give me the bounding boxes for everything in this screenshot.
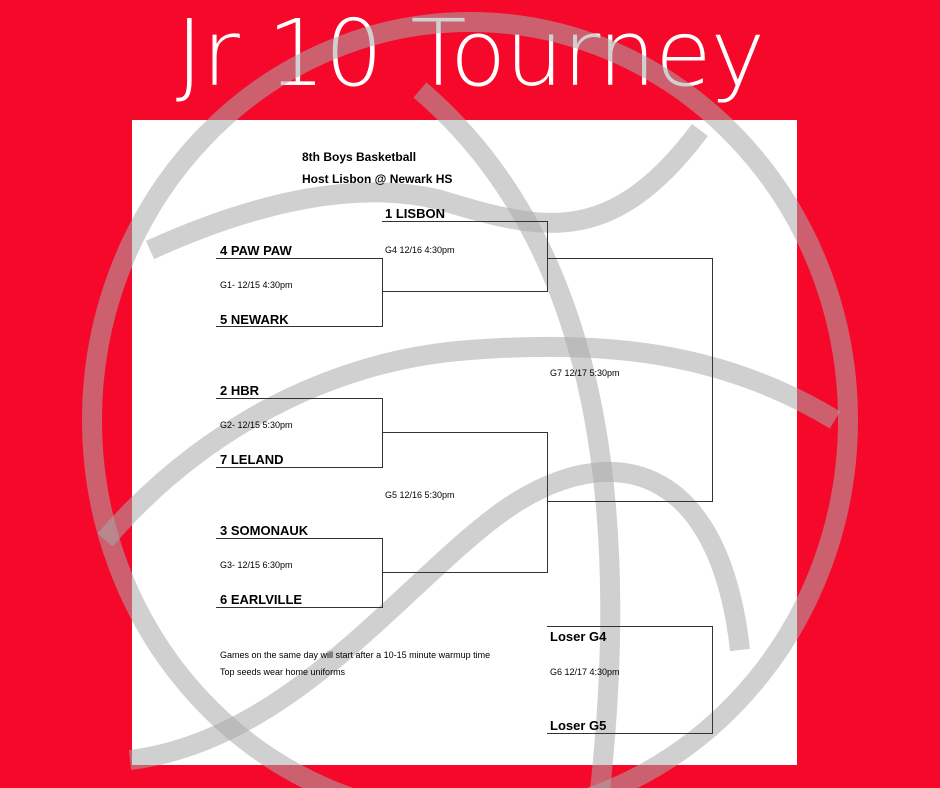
team-lisbon: 1 LISBON (385, 206, 445, 221)
bracket-line (547, 221, 548, 292)
bracket-line (382, 572, 547, 573)
bracket-line (712, 258, 713, 502)
note-uniforms: Top seeds wear home uniforms (220, 667, 346, 677)
game-g5: G5 12/16 5:30pm (385, 490, 455, 500)
game-g1: G1- 12/15 4:30pm (220, 280, 293, 290)
bracket-line (712, 626, 713, 734)
note-warmup: Games on the same day will start after a… (220, 650, 491, 660)
team-leland: 7 LELAND (220, 452, 284, 467)
game-g6: G6 12/17 4:30pm (550, 667, 620, 677)
bracket-line (382, 538, 383, 608)
bracket-line (216, 467, 382, 468)
game-g3: G3- 12/15 6:30pm (220, 560, 293, 570)
bracket-line (216, 326, 382, 327)
bracket-line (216, 398, 382, 399)
game-g7: G7 12/17 5:30pm (550, 368, 620, 378)
event-host: Host Lisbon @ Newark HS (302, 172, 453, 186)
team-pawpaw: 4 PAW PAW (220, 243, 292, 258)
team-loser-g4: Loser G4 (550, 629, 607, 644)
bracket-line (382, 291, 547, 292)
bracket-line (547, 733, 712, 734)
team-somonauk: 3 SOMONAUK (220, 523, 309, 538)
bracket-line (382, 398, 383, 468)
bracket-line (547, 501, 712, 502)
bracket-line (547, 626, 712, 627)
bracket-line (547, 258, 712, 259)
team-earlville: 6 EARLVILLE (220, 592, 303, 607)
team-hbr: 2 HBR (220, 383, 260, 398)
bracket-line (547, 432, 548, 573)
game-g4: G4 12/16 4:30pm (385, 245, 455, 255)
event-name: 8th Boys Basketball (302, 150, 417, 164)
team-newark: 5 NEWARK (220, 312, 289, 327)
team-loser-g5: Loser G5 (550, 718, 607, 733)
bracket-line (382, 432, 547, 433)
bracket-line (216, 607, 382, 608)
bracket-line (216, 538, 382, 539)
bracket-line (382, 258, 383, 327)
game-g2: G2- 12/15 5:30pm (220, 420, 293, 430)
bracket-line (216, 258, 382, 259)
bracket-line (382, 221, 547, 222)
